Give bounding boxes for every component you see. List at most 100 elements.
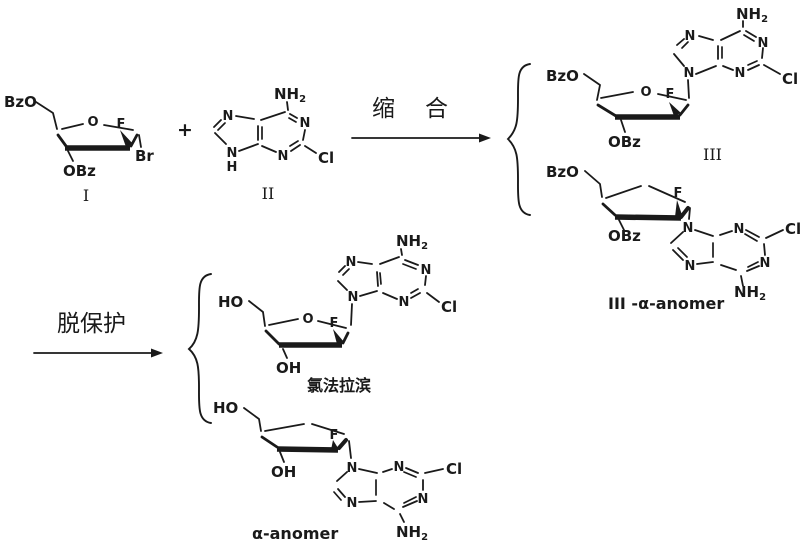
nh2-text: NH [736,5,761,23]
n9-label: N [348,290,359,305]
nh2-text: NH [396,232,421,250]
nh2-label: NH2 [734,283,766,303]
nh2-subscript: 2 [761,14,768,25]
cl-label: Cl [441,298,457,316]
f-label: F [330,316,339,331]
brace-products-2 [187,273,212,424]
ring-o-label: O [302,312,313,327]
double-bond [681,34,758,66]
n7-label: N [346,255,357,270]
cl-label: Cl [782,70,798,88]
double-bond [677,233,759,268]
n1-label: N [418,492,429,507]
double-bond [333,471,417,504]
n3-label: N [734,222,745,237]
bond-bold [679,206,690,219]
deprotection-label: 脱保护 [57,311,126,337]
compound-iii: BzO O F OBz NH2 N N N N Cl III [546,5,798,164]
plus-sign: + [177,119,193,141]
deprotection-step: 脱保护 [33,311,163,358]
n7-label: N [685,29,696,44]
n1-label: N [421,263,432,278]
bond-bold [264,329,350,346]
obz-label: OBz [608,133,641,151]
nh2-label: NH2 [396,523,428,540]
f-label: F [330,428,339,443]
bzo-label: BzO [4,93,37,111]
wedge-bond-f [120,130,133,147]
bzo-label: BzO [546,67,579,85]
h-label: H [227,160,238,175]
nh2-text: NH [734,283,759,301]
nh2-text: NH [274,85,299,103]
f-label: F [666,87,675,102]
n3-label: N [735,66,746,81]
n7-label: N [685,259,696,274]
nh2-subscript: 2 [421,241,428,252]
bond [584,170,784,287]
condensation-label: 缩合 [372,96,478,122]
bond [243,407,444,523]
nh2-label: NH2 [274,85,306,105]
wedge-bond-f [675,200,682,217]
n9-label: N [347,461,358,476]
compound-i: BzO O F Br OBz I [4,93,154,205]
obz-label: OBz [63,162,96,180]
n1-label: N [758,36,769,51]
arrow-head [151,348,163,358]
compound-iii-caption: III [703,145,722,164]
compound-iii-alpha-caption: III -α-anomer [608,294,724,313]
bond [248,248,440,359]
bond-bold [337,438,348,450]
condensation-step: 缩合 [351,96,491,143]
bond-bold [260,435,279,449]
n9-label: N [683,221,694,236]
double-bond [217,117,299,147]
cl-label: Cl [785,220,800,238]
n1-label: N [760,256,771,271]
clofarabine-caption: 氯法拉滨 [307,376,371,395]
ho-label: HO [213,399,238,417]
bond [583,20,781,133]
wedge-bond [276,446,339,453]
oh-label: OH [276,359,301,377]
compound-i-caption: I [83,186,89,205]
compound-ii-caption: II [262,184,275,203]
clofarabine: HO O F OH NH2 N N N N Cl 氯法拉滨 [218,232,457,395]
wedge-bond-f [333,329,344,344]
n1-label: N [300,116,311,131]
n9-label: N [684,66,695,81]
n3-label: N [394,460,405,475]
wedge-bond [614,214,682,221]
arrow-head [479,133,491,143]
ho-label: HO [218,293,243,311]
ring-o-label: O [640,85,651,100]
nh2-text: NH [396,523,421,540]
cl-label: Cl [446,460,462,478]
brace-products-1 [506,63,531,216]
nh2-subscript: 2 [759,292,766,303]
f-label: F [117,117,126,132]
wedge-bond-f [331,440,338,450]
compound-ii: NH2 N N N N H Cl II [213,85,334,203]
alpha-anomer: HO F OH N N Cl N N NH2 α-anomer [213,399,462,540]
nh2-subscript: 2 [299,94,306,105]
cl-label: Cl [318,149,334,167]
bond-bold [601,202,617,217]
bzo-label: BzO [546,163,579,181]
obz-label: OBz [608,227,641,245]
n3-label: N [278,149,289,164]
bond [213,101,317,154]
n7-label: N [347,496,358,511]
double-bond [342,263,419,294]
n7-label: N [223,109,234,124]
alpha-anomer-caption: α-anomer [252,524,338,540]
n3-label: N [399,295,410,310]
nh2-subscript: 2 [421,532,428,540]
n9-label: N [227,146,238,161]
compound-iii-alpha-anomer: BzO F OBz N N Cl N N NH2 III -α-anomer [546,163,800,313]
ring-o-label: O [87,115,98,130]
oh-label: OH [271,463,296,481]
nh2-label: NH2 [396,232,428,252]
